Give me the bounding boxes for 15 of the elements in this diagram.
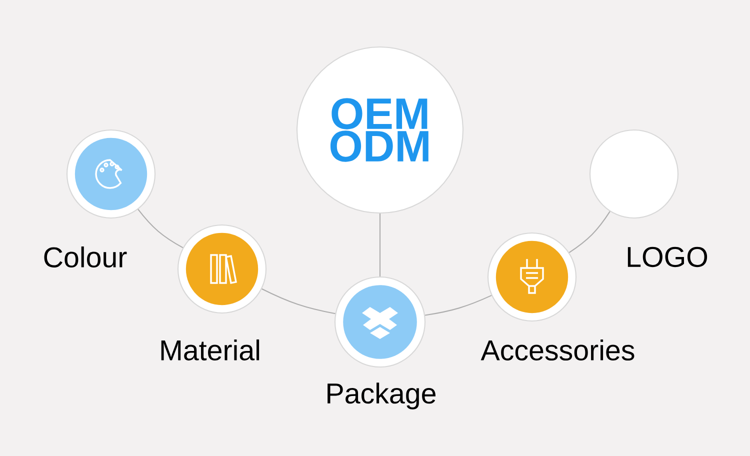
connector-line xyxy=(138,209,184,248)
node-label: Accessories xyxy=(480,339,634,360)
connector-line xyxy=(568,211,610,253)
node-label: Package xyxy=(328,382,436,410)
icon-circle xyxy=(177,224,267,314)
node-label: LOGO xyxy=(628,246,708,268)
circle xyxy=(589,129,679,219)
node-label: Colour xyxy=(44,246,127,268)
connector-line xyxy=(379,214,381,276)
connector-line xyxy=(424,294,492,316)
node-label: Material xyxy=(161,339,260,360)
icon-circle xyxy=(487,232,577,322)
icon-circle xyxy=(334,276,426,368)
connector-line xyxy=(262,288,336,314)
icon-circle xyxy=(66,129,156,219)
